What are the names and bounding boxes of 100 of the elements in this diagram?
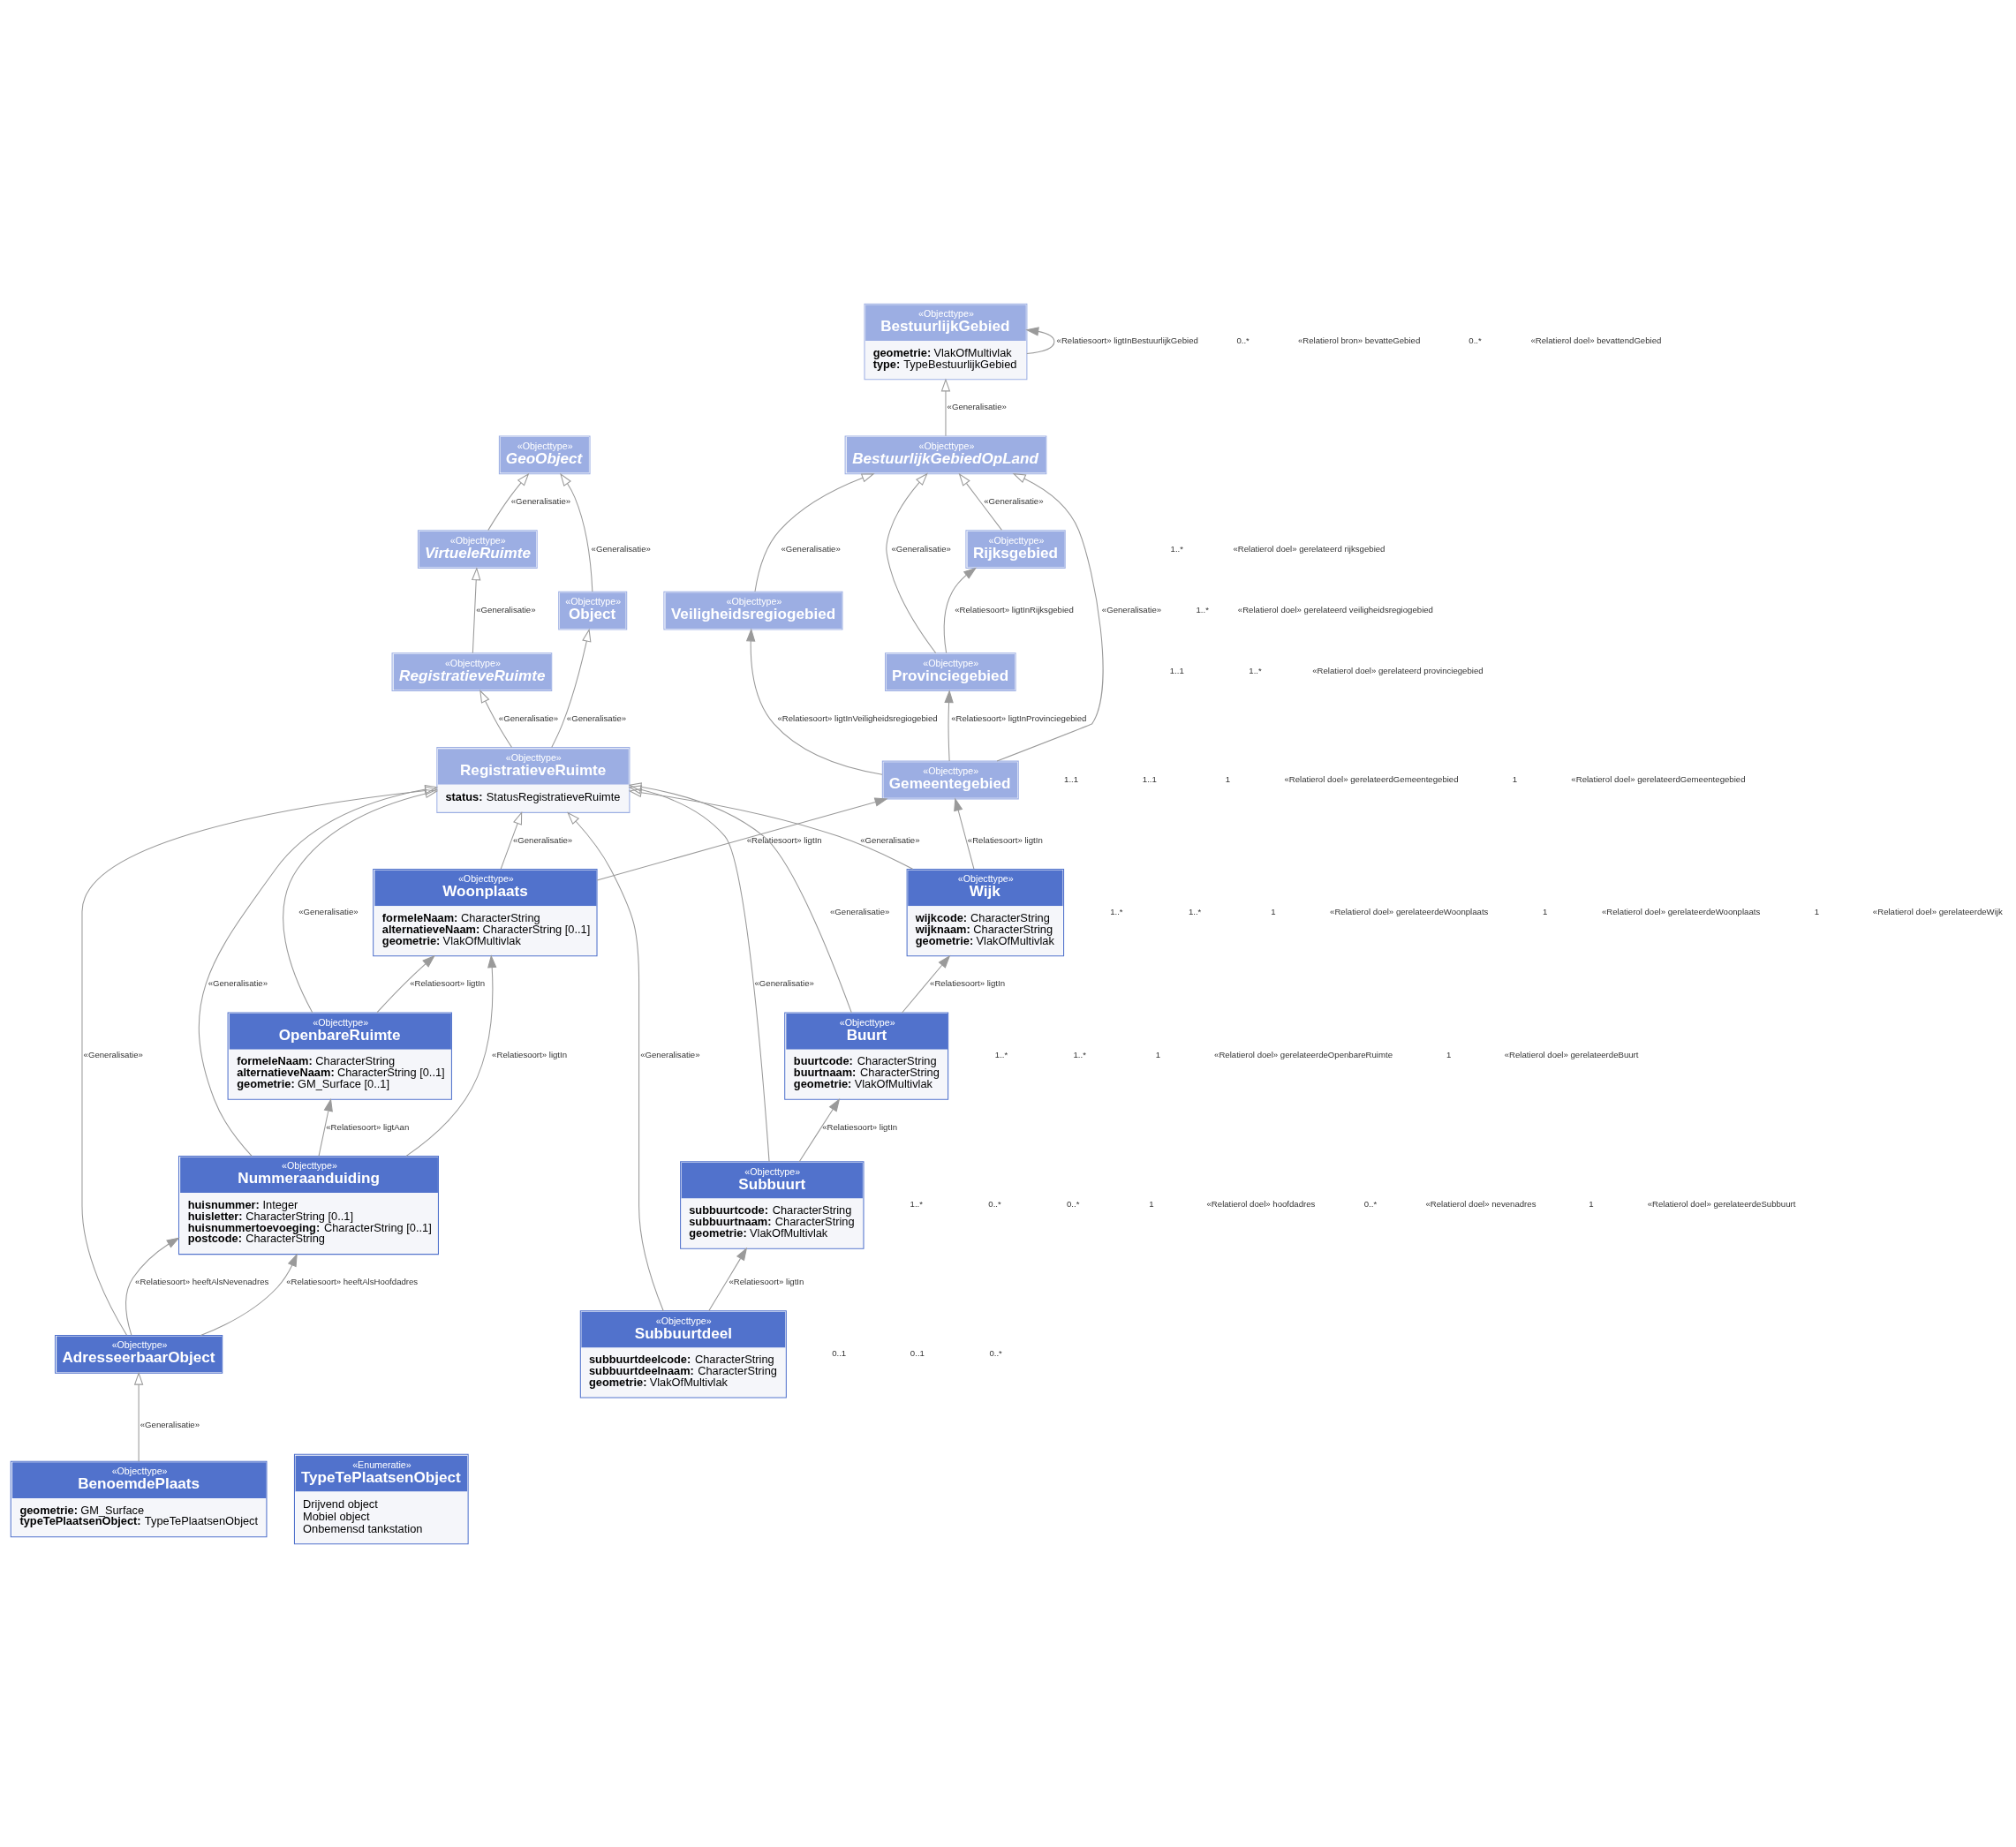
arrow: [472, 566, 481, 653]
arrow: [996, 472, 1104, 762]
edge-label: «Generalisatie»: [781, 543, 841, 554]
label: «Relatierol doel» hoofdadres: [1206, 1198, 1316, 1209]
edge-label: «Relatiesoort» ligtIn: [492, 1049, 568, 1059]
arrow: [551, 628, 592, 748]
label: 1..*: [910, 1198, 924, 1209]
label: 1..*: [1073, 1049, 1086, 1059]
edge-label: «Relatiesoort» heeftAlsHoofdadres: [286, 1276, 419, 1286]
label: «Relatierol doel» gerelateerdGemeentegebied: [1284, 773, 1459, 784]
label: 1: [1512, 773, 1518, 784]
edge-label: «Generalisatie»: [208, 977, 268, 988]
label: «Relatierol doel» nevenadres: [1425, 1198, 1537, 1209]
edge-label: «Relatiesoort» ligtInBestuurlijkGebied: [1056, 335, 1198, 345]
arrow: [560, 472, 593, 592]
edge-label: «Relatiesoort» ligtIn: [967, 834, 1043, 845]
arrow: [318, 1097, 333, 1157]
edge-label: «Generalisatie»: [830, 906, 890, 916]
arrow: [943, 567, 977, 653]
label: «Relatierol bron» bevatteGebied: [1297, 335, 1421, 345]
arrow: [376, 954, 435, 1013]
edge-label: «Generalisatie»: [476, 604, 536, 614]
arrow: [1025, 326, 1055, 354]
arrow: [902, 954, 951, 1013]
label: «Relatierol doel» bevattendGebied: [1530, 335, 1662, 345]
edge-label: «Generalisatie»: [947, 401, 1007, 411]
edge-label: «Relatiesoort» ligtInRijksgebied: [955, 604, 1074, 614]
arrow: [198, 784, 439, 1157]
label: 1..*: [1249, 665, 1262, 675]
arrow: [125, 1236, 180, 1336]
edge-label: «Generalisatie»: [498, 712, 559, 723]
edge-label: «Generalisatie»: [298, 906, 359, 916]
label: 0..1: [832, 1347, 847, 1358]
arrow: [500, 810, 523, 870]
label: «Relatierol doel» gerelateerdGemeentegebied: [1571, 773, 1746, 784]
edge-label: «Generalisatie»: [860, 834, 920, 845]
edge-label: «Relatiesoort» ligtAan: [326, 1121, 410, 1132]
label: 1..1: [1142, 773, 1157, 784]
arrow: [745, 627, 883, 775]
edge-label: «Generalisatie»: [1101, 604, 1162, 614]
arrow: [596, 796, 888, 880]
edge-label: «Generalisatie»: [83, 1049, 143, 1059]
label: «Relatierol doel» gerelateerd veiligheidsregiogebied: [1237, 604, 1433, 614]
label: 0..*: [988, 1198, 1001, 1209]
label: «Relatierol doel» gerelateerdeWijk: [1872, 906, 2003, 916]
label: 1: [1271, 906, 1276, 916]
arrow: [567, 811, 664, 1311]
arrow: [754, 472, 875, 592]
label: 0..*: [1363, 1198, 1378, 1209]
arrow: [200, 1253, 298, 1336]
edge-label: «Generalisatie»: [510, 495, 571, 506]
arrow: [405, 954, 497, 1157]
label: 1: [1542, 906, 1548, 916]
label: «Relatierol doel» gerelateerd rijksgebied: [1233, 543, 1386, 554]
arrow: [283, 788, 439, 1013]
label: 0..*: [989, 1347, 1002, 1358]
edge-label: «Relatiesoort» ligtIn: [729, 1276, 804, 1286]
label: 1: [1589, 1198, 1594, 1209]
edge-label: «Relatiesoort» ligtInProvinciegebied: [951, 712, 1087, 723]
label: «Relatierol doel» gerelateerd provinciegebied: [1312, 665, 1484, 675]
arrow: [628, 781, 852, 1013]
label: «Relatierol doel» gerelateerdeSubbuurt: [1647, 1198, 1796, 1209]
label: 1: [1814, 906, 1820, 916]
edge-label: «Generalisatie»: [512, 834, 573, 845]
label: «Relatierol doel» gerelateerdeOpenbareRuimte: [1214, 1049, 1393, 1059]
arrow: [479, 689, 513, 748]
arrow: [958, 472, 1002, 531]
arrow: [628, 784, 770, 1162]
edge-label: «Relatiesoort» ligtInVeiligheidsregiogebied: [777, 712, 938, 723]
label: 1..1: [1064, 773, 1079, 784]
label: 0..*: [1469, 335, 1482, 345]
label: 1..*: [1110, 906, 1123, 916]
label: 1: [1446, 1049, 1452, 1059]
label: 1..*: [1188, 906, 1202, 916]
edge-label: «Generalisatie»: [566, 712, 627, 723]
edge-label: «Generalisatie»: [754, 977, 814, 988]
arrow: [133, 1371, 144, 1462]
arrow: [628, 788, 914, 870]
label: «Relatierol doel» gerelateerdeWoonplaats: [1601, 906, 1761, 916]
label: 1: [1155, 1049, 1161, 1059]
label: 0..*: [1067, 1198, 1080, 1209]
arrow: [798, 1097, 841, 1162]
arrow: [886, 471, 937, 653]
edge-label: «Relatiesoort» ligtIn: [746, 834, 822, 845]
arrow: [487, 472, 530, 531]
edge-label: «Relatiesoort» heeftAlsNevenadres: [135, 1276, 269, 1286]
edge-label: «Generalisatie»: [640, 1049, 700, 1059]
edge-label: «Relatiesoort» ligtIn: [410, 977, 486, 988]
arrow: [940, 377, 951, 436]
edge-label: «Generalisatie»: [140, 1419, 200, 1429]
arrow: [708, 1247, 748, 1311]
label: 1..*: [1170, 543, 1184, 554]
arrow: [954, 797, 975, 870]
edge-label: «Relatiesoort» ligtIn: [930, 977, 1006, 988]
edge-label: «Generalisatie»: [984, 495, 1044, 506]
label: «Relatierol doel» gerelateerdeWoonplaats: [1330, 906, 1489, 916]
label: 1: [1225, 773, 1231, 784]
label: 0..1: [910, 1347, 925, 1358]
label: 1..1: [1169, 665, 1184, 675]
edge-label: «Relatiesoort» ligtIn: [822, 1121, 898, 1132]
